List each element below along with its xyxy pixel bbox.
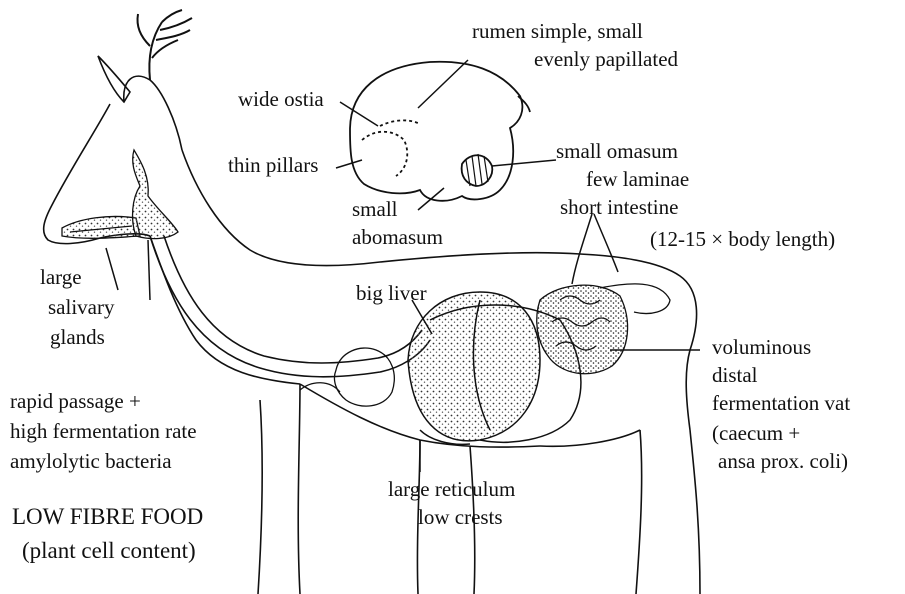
body-length-label: (12-15 × body length) [650, 226, 835, 252]
large-reticulum-label-line1: large reticulum [388, 476, 515, 502]
thin-pillars-label: thin pillars [228, 152, 318, 178]
short-intestine-label: short intestine [560, 194, 678, 220]
esophagus [150, 236, 430, 377]
small-abomasum-label-line1: small [352, 196, 398, 222]
stomach-inset [350, 62, 530, 201]
voluminous-label-line4: (caecum + [712, 420, 800, 446]
salivary-glands [62, 150, 178, 239]
large-reticulum-label-line2: low crests [418, 504, 503, 530]
large-salivary-label-line1: large [40, 264, 82, 290]
food-subtype-label: (plant cell content) [22, 536, 196, 566]
voluminous-label-line5: ansa prox. coli) [718, 448, 848, 474]
antlers [138, 10, 193, 80]
food-type-label: LOW FIBRE FOOD [12, 502, 203, 532]
rapid-passage-label-line2: high fermentation rate [10, 418, 197, 444]
large-salivary-label-line3: glands [50, 324, 105, 350]
rumen-label-line1: rumen simple, small [472, 18, 643, 44]
few-laminae-label: few laminae [586, 166, 689, 192]
big-liver-label: big liver [356, 280, 427, 306]
small-abomasum-label-line2: abomasum [352, 224, 443, 250]
voluminous-label-line1: voluminous [712, 334, 811, 360]
intestine-coils [537, 284, 670, 374]
leader-lines [106, 60, 700, 472]
rapid-passage-label-line3: amylolytic bacteria [10, 448, 172, 474]
rapid-passage-label-line1: rapid passage + [10, 388, 141, 414]
large-salivary-label-line2: salivary [48, 294, 114, 320]
small-omasum-label: small omasum [556, 138, 678, 164]
voluminous-label-line2: distal [712, 362, 758, 388]
wide-ostia-label: wide ostia [238, 86, 324, 112]
rumen-label-line2: evenly papillated [534, 46, 678, 72]
voluminous-label-line3: fermentation vat [712, 390, 850, 416]
